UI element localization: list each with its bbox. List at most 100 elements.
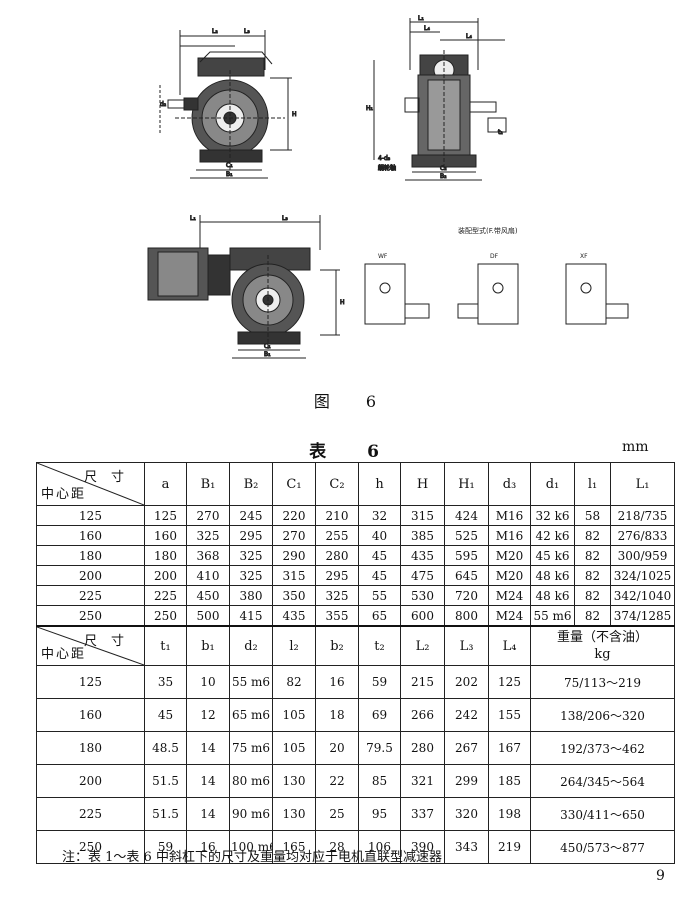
- table-cell: 325: [229, 565, 273, 586]
- column-header: L₁: [610, 462, 675, 506]
- column-header: L₃: [444, 625, 489, 666]
- table-cell: 160: [36, 698, 145, 732]
- table-cell: 45: [358, 545, 401, 566]
- weight-header: 重量（不含油）kg: [530, 625, 675, 666]
- table-cell: 324/1025: [610, 565, 675, 586]
- table-cell: 299: [444, 764, 489, 798]
- drawing-label-b1: B₁: [226, 171, 233, 178]
- table-cell: 185: [488, 764, 531, 798]
- drawing-label-h: H: [292, 111, 297, 118]
- table-cell: 55 m6: [530, 605, 575, 627]
- table-cell: 12: [186, 698, 230, 732]
- table-cell: 32: [358, 505, 401, 526]
- table-cell: 82: [272, 665, 316, 699]
- drawing-label-c1: C₁: [226, 162, 233, 169]
- table-cell: 51.5: [144, 764, 187, 798]
- technical-drawings: L₂ L₃ H C₁ B₁ d₂ L₁ L₄ L₄ H₁: [147, 15, 629, 359]
- table-cell: 245: [229, 505, 273, 526]
- table-cell: 530: [400, 585, 445, 606]
- table-cell: 325: [229, 545, 273, 566]
- table-cell: M24: [488, 585, 531, 606]
- table-cell: 90 m6: [229, 797, 273, 831]
- page-number: 9: [656, 868, 665, 884]
- table-cell: 315: [272, 565, 316, 586]
- table-cell: 280: [400, 731, 445, 765]
- table-cell: 45: [144, 698, 187, 732]
- table-cell: 14: [186, 764, 230, 798]
- table-cell: 82: [574, 565, 611, 586]
- table-cell: 48 k6: [530, 585, 575, 606]
- table-cell: 270: [272, 525, 316, 546]
- table-cell: 350: [272, 585, 316, 606]
- column-header: B₂: [229, 462, 273, 506]
- table-cell: 315: [400, 505, 445, 526]
- table-cell: 200: [36, 565, 145, 586]
- drawing-label-l3-motor: L₃: [282, 215, 288, 222]
- table-cell: 125: [488, 665, 531, 699]
- table-cell: 435: [272, 605, 316, 627]
- table-cell: 250: [36, 830, 145, 864]
- table-cell: 342/1040: [610, 585, 675, 606]
- drawing-label-c1-motor: C₁: [264, 343, 271, 350]
- table-cell: 242: [444, 698, 489, 732]
- table-cell: 82: [574, 585, 611, 606]
- table-cell: 215: [400, 665, 445, 699]
- column-header: b₁: [186, 625, 230, 666]
- table-cell: 82: [574, 525, 611, 546]
- table-cell: 300/959: [610, 545, 675, 566]
- table-cell: 59: [144, 830, 187, 864]
- table-cell: M20: [488, 545, 531, 566]
- column-header: L₄: [488, 625, 531, 666]
- table-cell: 202: [444, 665, 489, 699]
- table-cell: 645: [444, 565, 489, 586]
- table-cell: 800: [444, 605, 489, 627]
- drawing-label-l3: L₃: [244, 28, 250, 35]
- table-cell: 95: [358, 797, 401, 831]
- column-header: H₁: [444, 462, 489, 506]
- table-cell: 500: [186, 605, 230, 627]
- column-header: l₁: [574, 462, 611, 506]
- table-cell: 290: [272, 545, 316, 566]
- table-cell: 255: [315, 525, 359, 546]
- column-header: d₂: [229, 625, 273, 666]
- drawing-label-holes: 4-d₃: [378, 155, 391, 162]
- table-cell: 125: [144, 505, 187, 526]
- table-cell: 198: [488, 797, 531, 831]
- table-cell: 250: [36, 605, 145, 627]
- drawing-label-h1: H₁: [366, 105, 374, 112]
- table-cell: 200: [36, 764, 145, 798]
- table-cell: 330/411～650: [530, 797, 675, 831]
- table-cell: 264/345～564: [530, 764, 675, 798]
- table-title: 表 6: [309, 442, 391, 462]
- drawing-label-l1-motor: L₁: [190, 215, 196, 222]
- table-cell: 225: [36, 797, 145, 831]
- table-cell: 225: [36, 585, 145, 606]
- column-header: B₁: [186, 462, 230, 506]
- table-cell: 45 k6: [530, 545, 575, 566]
- table-cell: 160: [144, 525, 187, 546]
- table-cell: 35: [144, 665, 187, 699]
- column-header: d₃: [488, 462, 531, 506]
- table-cell: 600: [400, 605, 445, 627]
- table-cell: 22: [315, 764, 359, 798]
- drawing-label-h-motor: H: [340, 299, 345, 306]
- drawing-label-b2: B₂: [440, 173, 447, 180]
- mounting-variants: [364, 263, 629, 325]
- table-cell: 380: [229, 585, 273, 606]
- table-cell: 18: [315, 698, 359, 732]
- drawing-label-b1-motor: B₁: [264, 351, 271, 358]
- table-cell: M16: [488, 505, 531, 526]
- table-cell: 385: [400, 525, 445, 546]
- table-cell: 10: [186, 665, 230, 699]
- table-cell: 337: [400, 797, 445, 831]
- side-view-drawing: [373, 18, 507, 181]
- mounting-type-label: 装配型式(F.带风扇): [458, 226, 518, 235]
- table-cell: 106: [358, 830, 401, 864]
- variant-df-label: DF: [490, 253, 499, 260]
- table-cell: 368: [186, 545, 230, 566]
